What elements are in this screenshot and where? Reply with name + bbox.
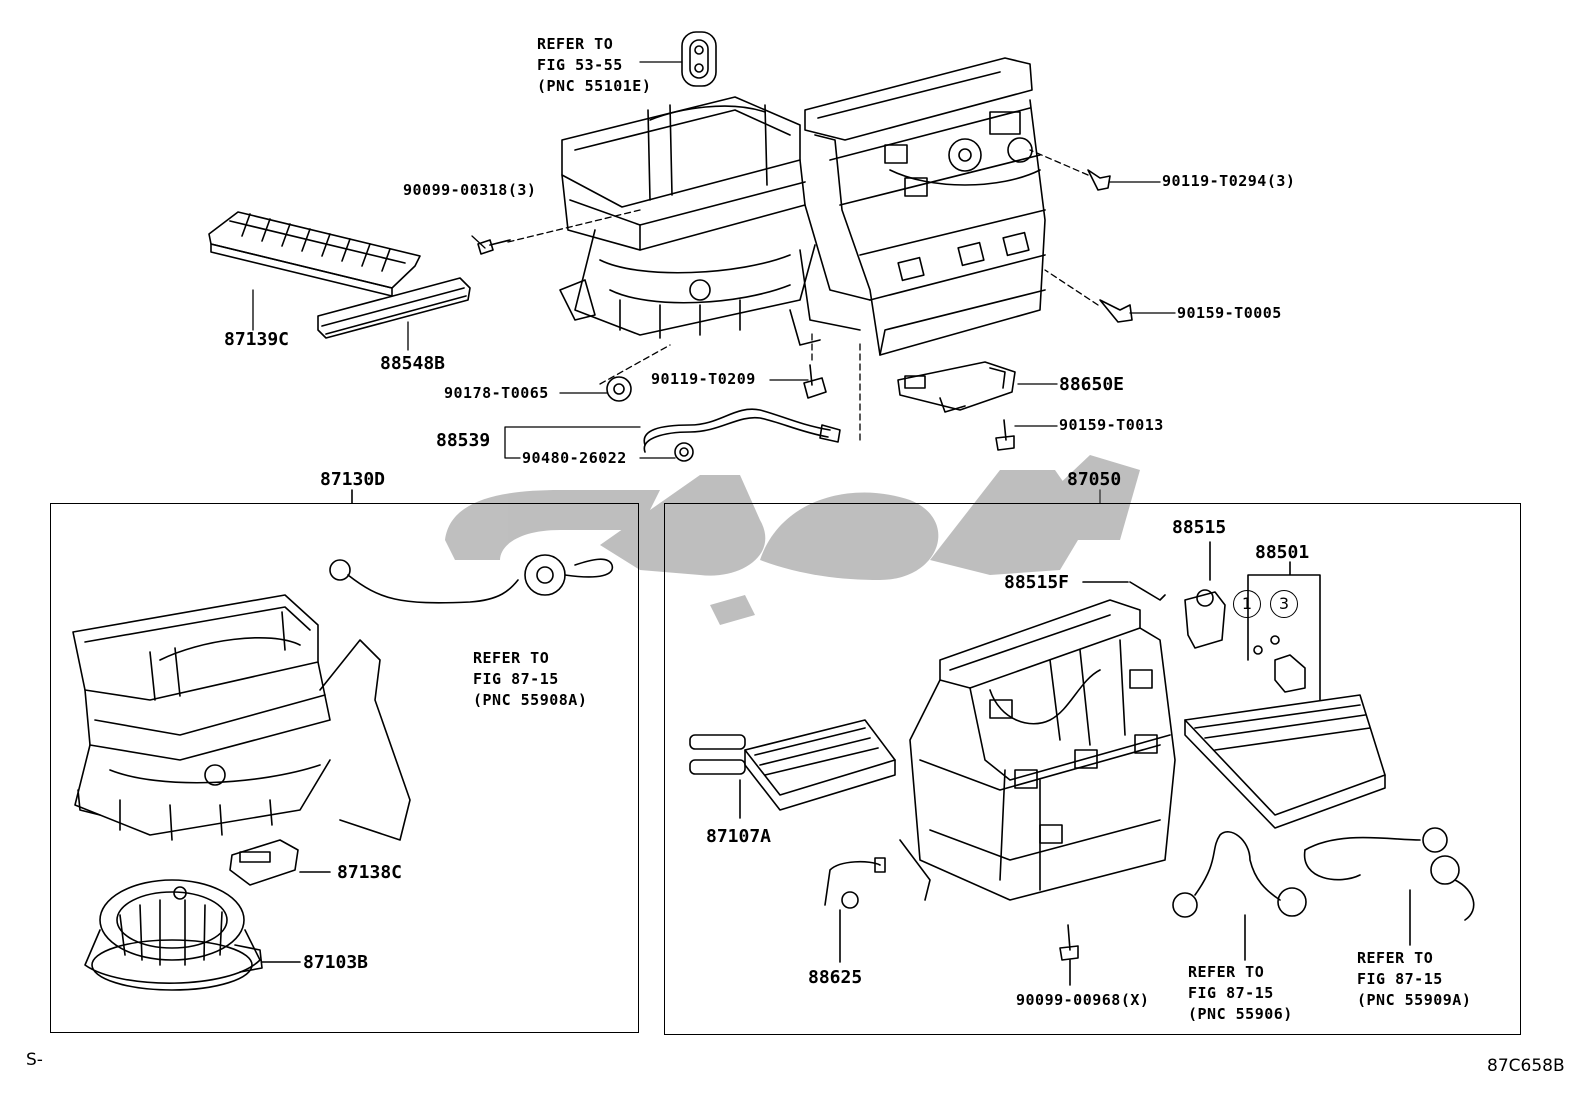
part-90119-T0294[interactable]: 90119-T0294(3) [1162,172,1296,190]
part-87103B[interactable]: 87103B [303,952,369,973]
diagram-code: 87C658B [1487,1056,1565,1076]
corner-left-mark: S- [26,1050,43,1070]
dashed-leaders [507,149,1099,441]
part-88548B[interactable]: 88548B [380,353,446,374]
bottom-refer-note-55909A[interactable]: REFER TO FIG 87-15 (PNC 55909A) [1357,949,1472,1009]
part-87107A[interactable]: 87107A [706,826,772,847]
part-90159-T0013[interactable]: 90159-T0013 [1059,416,1164,434]
left-box-title[interactable]: 87130D [320,469,386,490]
part-88515[interactable]: 88515 [1172,517,1227,538]
top-hvac-assembly [208,31,1133,462]
part-90178-T0065[interactable]: 90178-T0065 [444,384,549,402]
part-87138C[interactable]: 87138C [337,862,403,883]
blower-unit-87130D [72,489,614,991]
circle-marker-3: 3 [1270,590,1298,618]
part-88501[interactable]: 88501 [1255,542,1310,563]
part-88539[interactable]: 88539 [436,430,491,451]
top-refer-note[interactable]: REFER TO FIG 53-55 (PNC 55101E) [537,35,652,95]
part-90119-T0209[interactable]: 90119-T0209 [651,370,756,388]
part-90480-26022[interactable]: 90480-26022 [522,449,627,467]
circle-marker-1: 1 [1233,590,1261,618]
part-88650E[interactable]: 88650E [1059,374,1125,395]
part-87139C[interactable]: 87139C [224,329,290,350]
part-90099-00968[interactable]: 90099-00968(X) [1016,991,1150,1009]
right-group-box [664,503,1521,1035]
right-box-title[interactable]: 87050 [1067,469,1122,490]
heater-unit-87050 [689,489,1475,986]
part-88625[interactable]: 88625 [808,967,863,988]
bottom-refer-note-55906[interactable]: REFER TO FIG 87-15 (PNC 55906) [1188,963,1293,1023]
part-88515F[interactable]: 88515F [1004,572,1070,593]
part-90099-00318[interactable]: 90099-00318(3) [403,181,537,199]
left-group-box [50,503,639,1033]
part-90159-T0005[interactable]: 90159-T0005 [1177,304,1282,322]
leader-lines [252,61,1176,459]
left-refer-note[interactable]: REFER TO FIG 87-15 (PNC 55908A) [473,649,588,709]
